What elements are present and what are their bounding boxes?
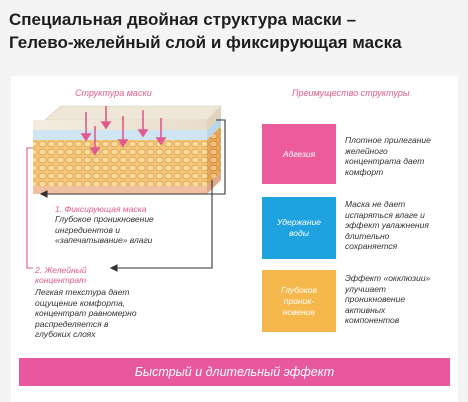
callout-line-3 bbox=[26, 147, 33, 269]
step2-body-line: Легкая текстура дает bbox=[35, 287, 130, 297]
mask-side-layer bbox=[207, 106, 221, 130]
content-card: Структура маски Преимущество структуры bbox=[11, 76, 458, 402]
step2-title-line: концентрат bbox=[35, 275, 87, 285]
callout-line-1 bbox=[39, 119, 226, 198]
jelly-side-layer bbox=[207, 116, 221, 140]
structure-heading: Структура маски bbox=[75, 88, 152, 98]
step2-title-line: 2. Желейный bbox=[35, 265, 87, 275]
step2-body-line: концентрат равномерно bbox=[35, 308, 137, 318]
water-retention-badge: Удержание воды bbox=[262, 197, 336, 259]
adhesion-desc-line: Плотное прилегание bbox=[345, 135, 431, 145]
deep-penetration-desc-line: улучшает bbox=[345, 283, 386, 294]
step2-title: 2. Желейный концентрат bbox=[35, 265, 87, 285]
step2-body-line: распределяется в bbox=[35, 318, 109, 329]
water-retention-desc-line: сохраняется bbox=[345, 241, 398, 251]
step1-body-line: Глубокое проникновение bbox=[55, 214, 154, 224]
deep-penetration-label-line: Глубокое bbox=[280, 284, 318, 295]
effect-banner-text: Быстрый и длительный эффект bbox=[134, 365, 335, 379]
adhesion-desc-line: комфорт bbox=[345, 166, 384, 177]
deep-penetration-desc-line: активных bbox=[345, 304, 386, 315]
deep-penetration-label-line: проник- bbox=[283, 295, 315, 306]
step2-body-line: глубоких слоях bbox=[35, 329, 96, 339]
step2-body: Легкая текстура дает ощущение комфорта, … bbox=[35, 287, 137, 340]
penetration-arrows bbox=[80, 106, 167, 156]
deep-penetration-desc-line: компонентов bbox=[345, 315, 400, 325]
mask-front-layer bbox=[33, 120, 207, 130]
effect-banner: Быстрый и длительный эффект bbox=[19, 358, 450, 386]
water-retention-desc-line: эффект увлажнения bbox=[345, 220, 429, 230]
deep-penetration-badge: Глубокое проник- новение bbox=[262, 270, 336, 332]
step1-body: Глубокое проникновение ингредиентов и «з… bbox=[55, 214, 154, 246]
callout-line-2 bbox=[109, 180, 213, 272]
step1-title: 1. Фиксирующая маска bbox=[55, 204, 147, 214]
adhesion-label: Адгезия bbox=[282, 148, 316, 159]
deep-penetration-desc-line: проникновение bbox=[345, 294, 406, 304]
adhesion-badge: Адгезия bbox=[262, 124, 336, 184]
water-retention-desc-line: длительно bbox=[345, 230, 390, 241]
deep-penetration-label-line: новение bbox=[282, 306, 316, 317]
mask-structure-illustration bbox=[26, 105, 226, 272]
skin-cells-front bbox=[33, 140, 207, 186]
deep-penetration-desc-line: Эффект «окклюзии» bbox=[345, 273, 431, 283]
skin-base-layer bbox=[33, 186, 207, 194]
step1-body-line: ингредиентов и bbox=[55, 224, 121, 235]
water-retention-label-line: Удержание bbox=[276, 217, 322, 227]
skin-block bbox=[33, 105, 222, 194]
adhesion-desc-line: концентрата дает bbox=[345, 156, 425, 166]
page-title: Специальная двойная структура маски – Ге… bbox=[9, 8, 464, 54]
jelly-layer bbox=[33, 130, 207, 140]
water-retention-desc-line: испаряться влаге и bbox=[345, 209, 425, 220]
adhesion-description: Плотное прилегание желейного концентрата… bbox=[345, 135, 455, 177]
adhesion-desc-line: желейного bbox=[345, 145, 388, 156]
mask-top-layer bbox=[44, 105, 222, 121]
page-title-line-1: Специальная двойная структура маски – bbox=[9, 10, 357, 29]
skin-base-side bbox=[207, 172, 221, 194]
deep-penetration-label: Глубокое проник- новение bbox=[281, 285, 317, 318]
step2-body-line: ощущение комфорта, bbox=[35, 297, 126, 308]
water-retention-label-line: воды bbox=[289, 228, 309, 238]
step1-body-line: «запечатывание» влаги bbox=[55, 235, 153, 245]
water-retention-description: Маска не дает испаряться влаге и эффект … bbox=[345, 199, 455, 252]
page-title-line-2: Гелево-желейный слой и фиксирующая маска bbox=[9, 33, 402, 52]
water-retention-label: Удержание воды bbox=[277, 217, 321, 239]
advantages-heading: Преимущество структуры bbox=[292, 88, 410, 98]
deep-penetration-description: Эффект «окклюзии» улучшает проникновение… bbox=[345, 273, 455, 326]
skin-cells-side bbox=[207, 126, 221, 186]
water-retention-desc-line: Маска не дает bbox=[345, 199, 406, 209]
